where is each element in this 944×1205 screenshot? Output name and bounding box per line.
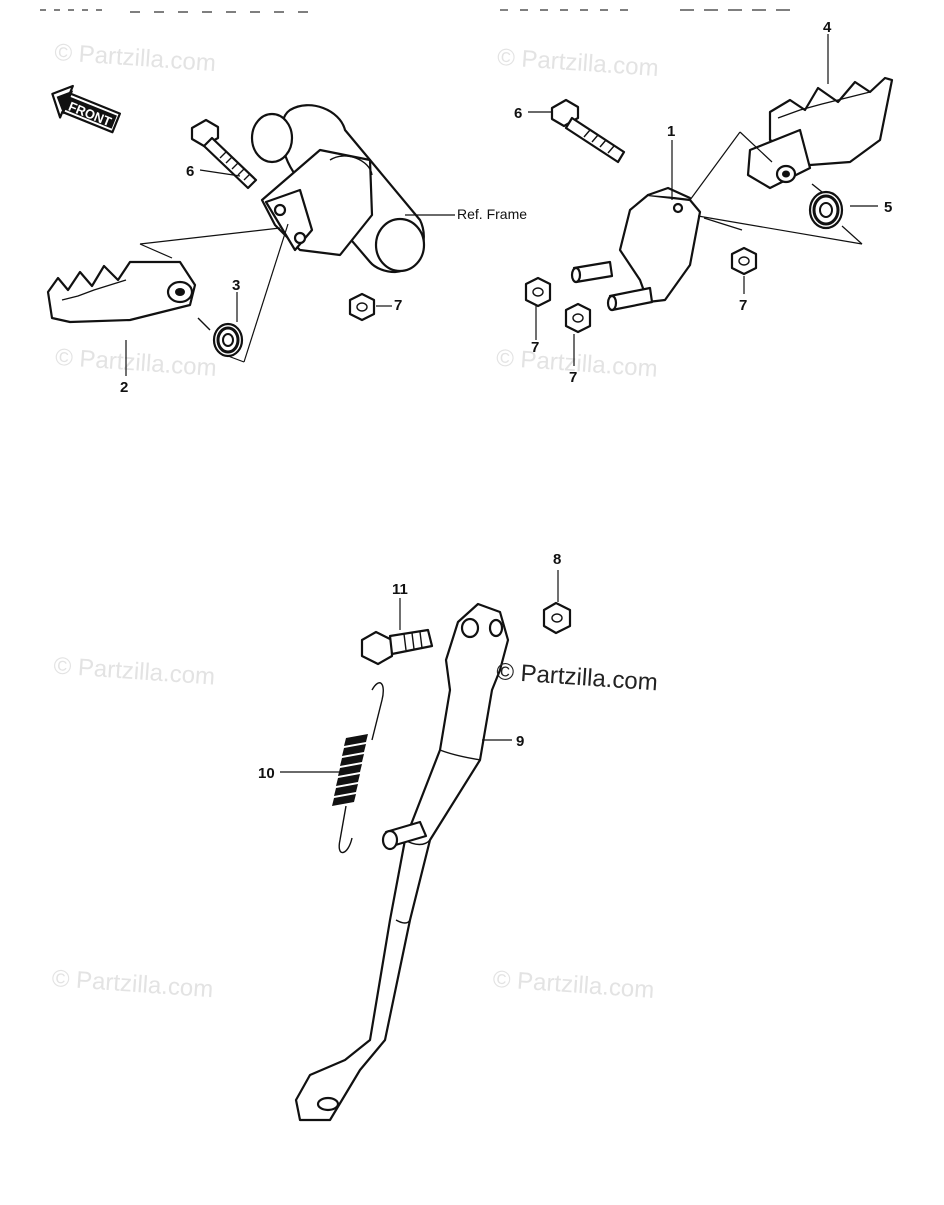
watermark-text: © Partzilla.com [496,44,659,82]
partzilla-tag-text: © Partzilla.com [495,658,658,696]
leader-lines-left [125,169,392,376]
callout-5: 5 [884,199,892,216]
callout-7-right-b: 7 [531,339,539,356]
callout-4: 4 [823,19,832,36]
footrest-bracket-right [618,186,702,304]
partzilla-tag: © Partzilla.com [495,658,658,696]
studs-right [570,260,654,312]
callout-2: 2 [120,379,128,396]
watermark-text: © Partzilla.com [51,965,214,1003]
spring-right-footrest [808,183,844,230]
callout-7-right-a: 7 [739,297,747,314]
callout-11: 11 [392,581,408,598]
callout-7-left: 7 [394,297,402,314]
bolt-stand-pivot [360,628,434,666]
nut-stand [542,601,572,635]
leader-lines-right [528,34,878,366]
front-arrow: FRONT [51,84,122,134]
callout-1: 1 [667,123,675,140]
side-stand [294,602,510,1122]
spring-side-stand [332,682,384,854]
callout-9: 9 [516,733,524,750]
callout-10: 10 [258,765,275,782]
nut-left [348,292,376,322]
watermark-text: © Partzilla.com [492,966,655,1004]
watermark-text: © Partzilla.com [54,344,217,382]
bolt-right [550,98,626,164]
spring-left-footrest [197,317,244,358]
footrest-bracket-left [260,148,374,257]
callout-3: 3 [232,277,240,294]
scan-edge-marks [40,9,800,13]
callout-7-right-c: 7 [569,369,577,386]
leader-lines-stand [280,570,559,773]
ref-frame-label: Ref. Frame [457,206,527,222]
watermark-text: © Partzilla.com [54,39,217,77]
callout-numbers: 6 7 3 2 6 1 4 5 7 7 7 8 11 9 10 [120,19,892,782]
callout-8: 8 [553,551,561,568]
footrest-left [46,260,197,324]
nuts-right [524,246,758,334]
callout-6-right: 6 [514,105,522,122]
bolt-left [190,118,258,190]
footrest-right [746,76,894,190]
watermark-text: © Partzilla.com [53,652,216,690]
callout-6-left: 6 [186,163,194,180]
